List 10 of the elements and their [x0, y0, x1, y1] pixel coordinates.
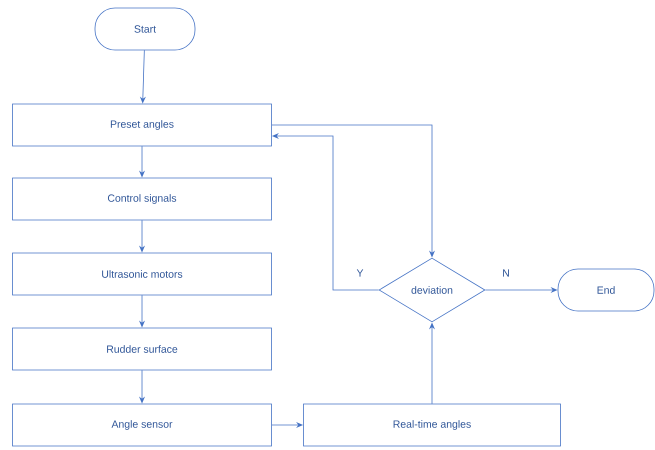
process-box: Angle sensor: [12, 404, 272, 446]
process-box: Real-time angles: [303, 404, 561, 446]
edge-label: N: [501, 268, 511, 278]
process-box: Preset angles: [12, 104, 272, 146]
terminal-box: End: [558, 268, 654, 312]
process-box: Rudder surface: [12, 328, 272, 370]
edge-label: Y: [356, 268, 364, 278]
process-box: Control signals: [12, 178, 272, 220]
process-box: Ultrasonic motors: [12, 252, 272, 296]
terminal-box: Start: [94, 8, 196, 50]
